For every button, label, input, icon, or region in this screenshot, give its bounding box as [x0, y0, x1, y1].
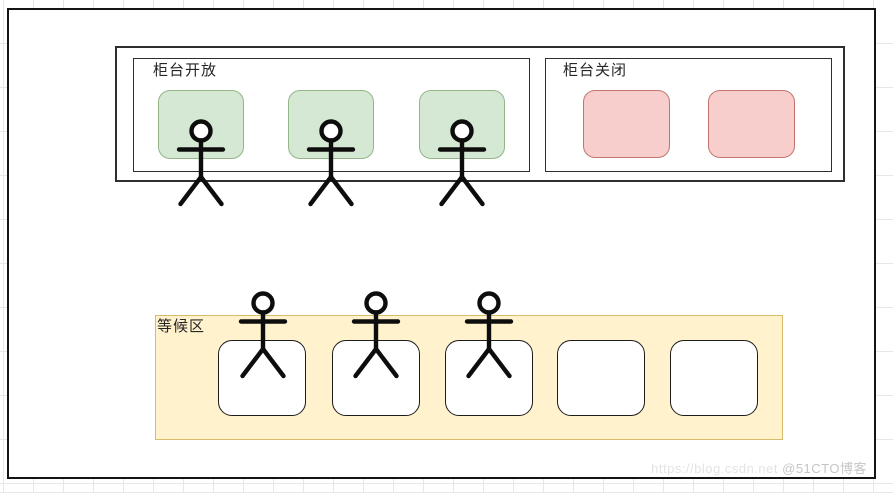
person-figure-icon — [459, 291, 519, 383]
watermark-url-text: https://blog.csdn.net — [651, 461, 778, 476]
waiting-seat-5 — [670, 340, 758, 416]
waiting-area-label: 等候区 — [157, 318, 206, 335]
closed-counter-box-1 — [583, 90, 670, 158]
person-figure-icon — [171, 119, 231, 211]
person-figure-icon — [432, 119, 492, 211]
watermark: https://blog.csdn.net @51CTO博客 — [651, 461, 867, 477]
watermark-handle-text: @51CTO博客 — [782, 461, 867, 476]
waiting-seat-4 — [557, 340, 645, 416]
counter-closed-label: 柜台关闭 — [563, 62, 628, 79]
closed-counter-box-2 — [708, 90, 795, 158]
waiting-seat-2 — [332, 340, 420, 416]
person-figure-icon — [346, 291, 406, 383]
counter-open-label: 柜台开放 — [153, 62, 218, 79]
person-figure-icon — [301, 119, 361, 211]
counters-section-frame — [115, 46, 845, 182]
person-figure-icon — [233, 291, 293, 383]
waiting-seat-3 — [445, 340, 533, 416]
